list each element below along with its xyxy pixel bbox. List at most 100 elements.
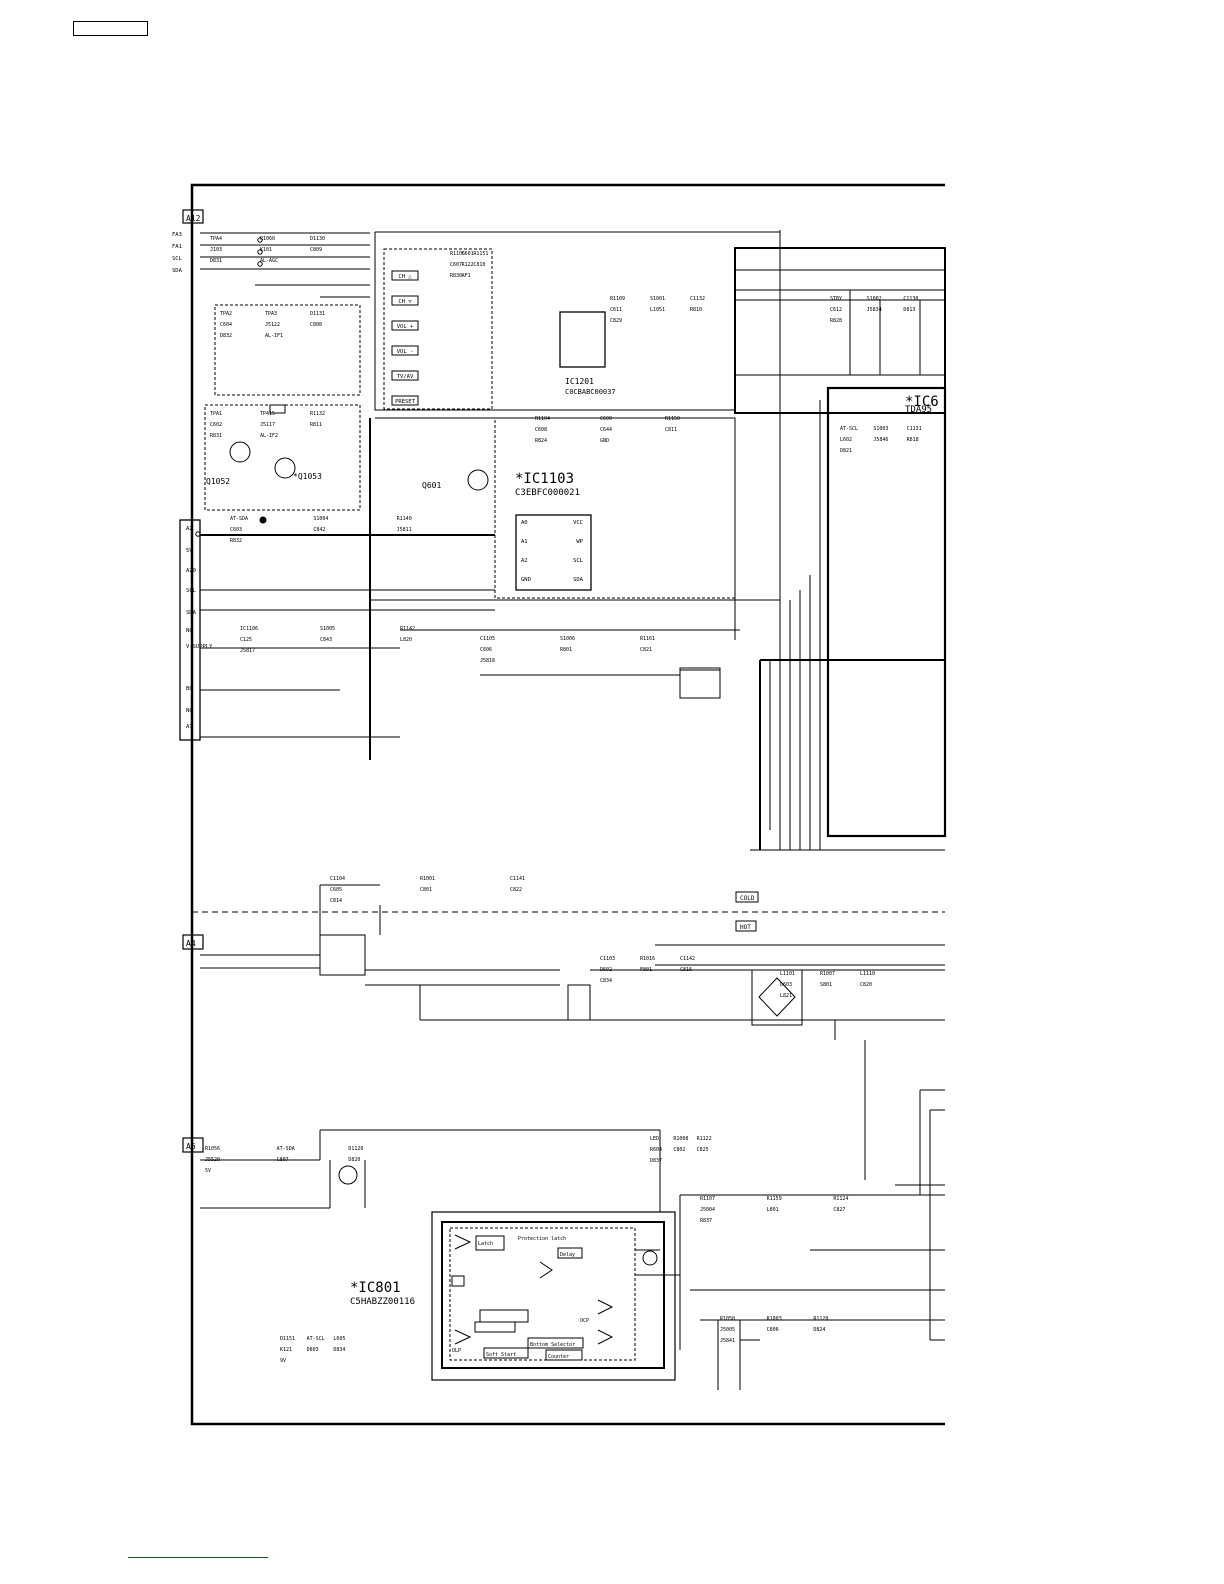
component-label: L602 <box>840 437 852 443</box>
component-label: R1060 <box>260 236 275 242</box>
component-label: R837 <box>700 1218 712 1224</box>
component-label: J5846 <box>873 437 888 443</box>
bridge-rectifier <box>751 969 803 1026</box>
component-label: C1130 <box>903 296 918 302</box>
component-label: TPA2 <box>220 311 232 317</box>
ic-pin-label: SDA <box>573 577 584 583</box>
connector-pin-label: 5V <box>186 548 193 554</box>
component-label: C821 <box>640 647 652 653</box>
connector-pin-label: SDA <box>186 610 197 616</box>
component-label: C602 <box>210 422 222 428</box>
component-label: AT-SDA <box>230 516 248 522</box>
ic-label: IC1201 <box>565 377 594 386</box>
connector-label: A12 <box>186 214 201 223</box>
component-label: C1141 <box>510 876 525 882</box>
ic-part-number: C5HABZZ00116 <box>350 1297 415 1307</box>
zone-label-cold: COLD <box>740 895 755 902</box>
component-label: AL-IF1 <box>265 333 283 339</box>
connector-pin-label: SDA <box>172 268 183 274</box>
component-label: LED <box>650 1136 659 1142</box>
component-label: R1132 <box>310 411 325 417</box>
component-label: R1107 <box>700 1196 715 1202</box>
component-label: L801 <box>767 1207 779 1213</box>
component-label: AL-AGC <box>260 258 278 264</box>
component-label: J5004 <box>700 1207 715 1213</box>
component-label: R1159 <box>767 1196 782 1202</box>
switch-key-label: PRESET <box>395 399 416 405</box>
switch-key-box <box>391 395 419 406</box>
schematic-labels: A12FA3FA1SCLSDAA4A6A25VA20SCLSDANCV-SUPP… <box>172 214 939 1364</box>
component-label: J5520 <box>205 1157 220 1163</box>
component-label: GND <box>600 438 609 444</box>
component-label: L1110 <box>860 971 875 977</box>
ic-label: Q1052 <box>206 477 230 486</box>
component-label: J5117 <box>260 422 275 428</box>
component-label: 9V <box>280 1358 286 1364</box>
component-label: L605 <box>333 1336 345 1342</box>
switch-key-label: TV/AV <box>397 374 414 380</box>
component-label: C801 <box>420 887 432 893</box>
component-label: AT-SDA <box>277 1146 295 1152</box>
footer-link-line <box>128 1557 268 1558</box>
ic-pin-label: VCC <box>573 520 583 526</box>
switch-key-box <box>391 270 419 281</box>
ic-pin-label: A2 <box>521 558 528 564</box>
component-label: C834 <box>600 978 612 984</box>
connector-pin-label: FA3 <box>172 232 182 238</box>
component-label: R1124 <box>833 1196 848 1202</box>
component-label: C1131 <box>907 426 922 432</box>
component-label: D1130 <box>310 236 325 242</box>
component-label: C829 <box>610 318 622 324</box>
ic801-block-label: Soft Start <box>486 1352 516 1358</box>
component-label: R122 <box>462 262 474 268</box>
page-number-box <box>73 21 148 36</box>
connector-pin-label: V-SUPPLY <box>186 644 213 650</box>
connector-pin-label: FA1 <box>172 244 182 250</box>
component-label: D824 <box>813 1327 825 1333</box>
component-label: S1003 <box>873 426 888 432</box>
component-label: AL-IF2 <box>260 433 278 439</box>
component-label: C606 <box>480 647 492 653</box>
component-label: J5841 <box>720 1338 735 1344</box>
ic801-outer <box>431 1211 676 1381</box>
component-label: D602 <box>600 967 612 973</box>
component-label: R818 <box>907 437 919 443</box>
component-label: C605 <box>330 887 342 893</box>
component-label: C811 <box>665 427 677 433</box>
component-label: R1105 <box>450 251 465 257</box>
component-label: L821 <box>780 993 792 999</box>
component-label: C825 <box>697 1147 709 1153</box>
ic-pin-label: SCL <box>573 558 584 564</box>
ic801-inner <box>441 1221 665 1369</box>
component-label: TP415 <box>260 411 275 417</box>
component-label: C820 <box>860 982 872 988</box>
component-label: R1001 <box>420 876 435 882</box>
connector-label: A4 <box>186 939 196 948</box>
connector-pin-label: SCL <box>186 588 197 594</box>
component-label: F801 <box>640 967 652 973</box>
schematic-wiring <box>179 183 947 1426</box>
component-label: C809 <box>310 247 322 253</box>
component-label: D832 <box>220 333 232 339</box>
component-label: D603 <box>780 982 792 988</box>
component-label: C125 <box>240 637 252 643</box>
switch-key-label: CH ▽ <box>398 299 412 305</box>
component-label: C816 <box>680 967 692 973</box>
frame-border <box>190 183 945 1426</box>
component-label: L1051 <box>650 307 665 313</box>
component-label: D834 <box>333 1347 345 1353</box>
component-label: R1151 <box>473 251 488 257</box>
component-label: C1103 <box>600 956 615 962</box>
component-label: D813 <box>903 307 915 313</box>
component-label: J5818 <box>480 658 495 664</box>
switch-key-box <box>391 345 419 356</box>
connector-column <box>179 519 201 741</box>
ic-pin-label: A0 <box>521 520 528 526</box>
component-label: C608 <box>535 427 547 433</box>
component-label: R1016 <box>640 956 655 962</box>
connector-pin-label: NC <box>186 708 193 714</box>
connector-label: A6 <box>186 1142 196 1151</box>
component-label: C1105 <box>480 636 495 642</box>
component-label: C601 <box>462 251 474 257</box>
